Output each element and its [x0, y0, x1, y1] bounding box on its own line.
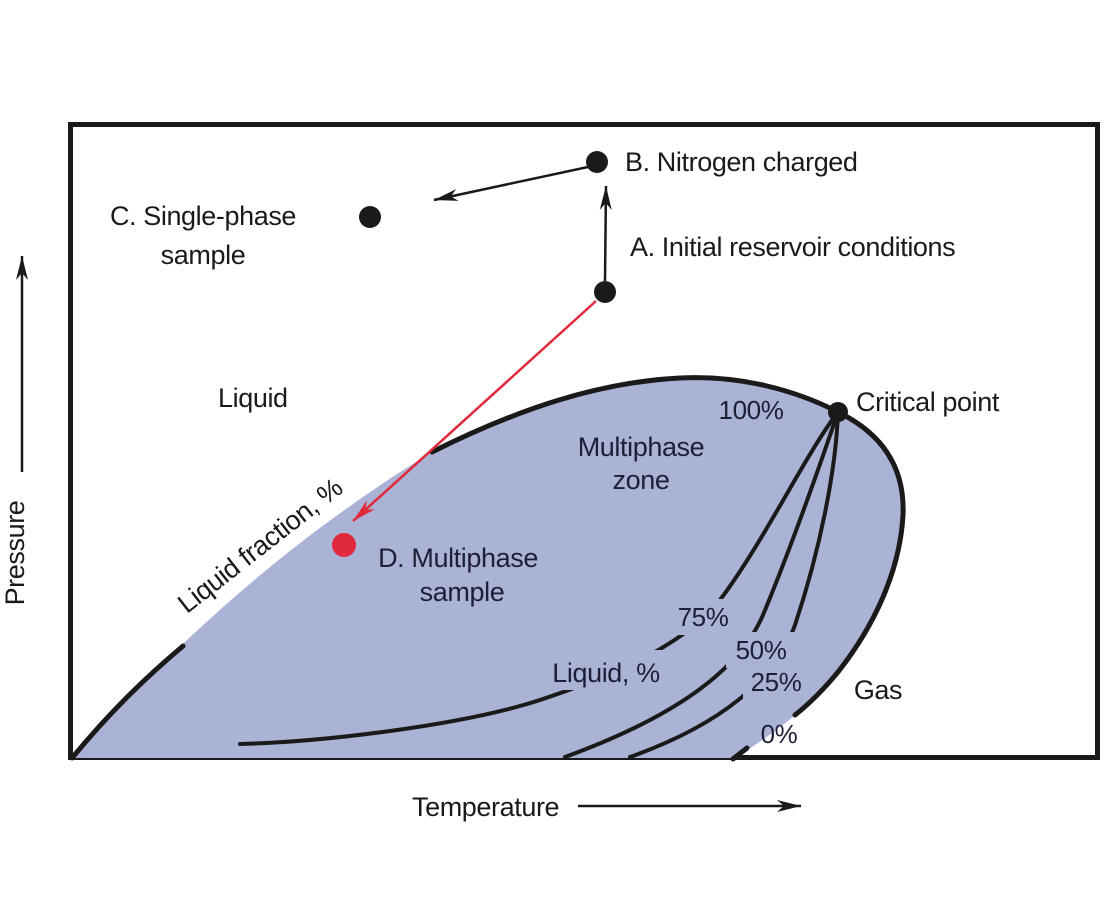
arrow-b-to-left: [433, 165, 589, 202]
dew-line-bottom-segment: [730, 745, 750, 762]
multiphase-zone-label-line2: zone: [613, 465, 670, 495]
label-masks: [543, 599, 809, 700]
pressure-axis-label: Pressure: [0, 501, 30, 606]
multiphase-envelope-region: [72, 377, 904, 758]
quality-label-0: 0%: [761, 719, 798, 749]
process-arrows: [352, 165, 612, 522]
axis-annotations: Pressure Temperature: [0, 256, 801, 822]
mask-liquid-pct: [543, 650, 669, 690]
envelope-boundary: [69, 375, 906, 762]
quality-label-75: 75%: [678, 602, 729, 632]
temperature-axis-label: Temperature: [412, 792, 559, 822]
point-d-label-line2: sample: [420, 577, 505, 607]
bubble-dew-line: [429, 375, 906, 718]
liquid-percent-label: Liquid, %: [552, 658, 660, 688]
point-a-label: A. Initial reservoir conditions: [630, 232, 955, 262]
critical-point-label: Critical point: [856, 387, 1000, 417]
point-c-single-phase: [359, 206, 381, 228]
bubble-line-lower-segment: [69, 643, 186, 761]
point-a-initial-reservoir: [594, 281, 616, 303]
quality-label-50: 50%: [736, 635, 787, 665]
point-critical: [828, 402, 848, 422]
arrow-a-to-d-red: [352, 300, 597, 522]
multiphase-zone-label-line1: Multiphase: [578, 432, 705, 462]
quality-label-25: 25%: [751, 667, 802, 697]
point-c-label-line1: C. Single-phase: [110, 201, 296, 231]
mask-75: [670, 599, 736, 635]
arrow-a-to-b: [599, 185, 612, 282]
liquid-region-label: Liquid: [218, 383, 288, 413]
mask-25: [743, 664, 809, 700]
point-b-label: B. Nitrogen charged: [625, 147, 858, 177]
point-b-nitrogen-charged: [586, 151, 608, 173]
point-d-label-line1: D. Multiphase: [378, 543, 538, 573]
point-d-multiphase: [332, 533, 356, 557]
quality-line-25: [628, 410, 840, 759]
quality-label-100: 100%: [719, 395, 784, 425]
quality-line-50: [563, 410, 840, 759]
mask-50: [726, 632, 796, 668]
gas-region-label: Gas: [854, 675, 902, 705]
point-c-label-line2: sample: [161, 240, 246, 270]
